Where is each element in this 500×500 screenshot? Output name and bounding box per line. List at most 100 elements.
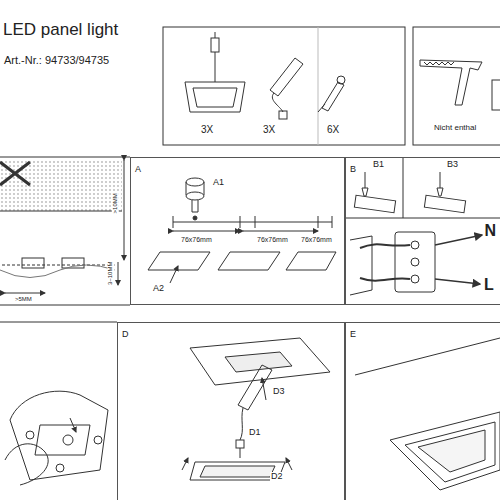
- drill-illustration: [148, 178, 336, 283]
- parts-illustration-stroke: [215, 32, 216, 38]
- step-letter: D: [121, 329, 130, 339]
- drill-illustration-stroke: [170, 266, 178, 283]
- ceiling-illustration-stroke: [5, 293, 45, 294]
- wiring-illustration-stroke: [424, 195, 465, 212]
- drill-illustration-stroke: [186, 178, 204, 186]
- finished-illustration-stroke: [390, 412, 500, 490]
- wiring-illustration-stroke: [411, 258, 419, 266]
- install-hand-illustration-stroke: [70, 418, 76, 432]
- parts-illustration-stroke: [322, 82, 344, 111]
- install-hand-illustration-stroke: [94, 436, 102, 444]
- step-panel: B: [345, 157, 500, 305]
- tool-illustration-stroke: [420, 60, 482, 105]
- mount-illustration-stroke: [190, 338, 330, 385]
- drill-illustration-stroke: [148, 252, 210, 270]
- wiring-illustration-stroke: [437, 172, 443, 196]
- frame-lines-stroke: [0, 157, 130, 158]
- drill-illustration-stroke: [192, 200, 198, 212]
- install-hand-illustration-stroke: [63, 435, 73, 445]
- mount-illustration-stroke: [286, 458, 292, 470]
- quantity: 3X: [200, 124, 214, 135]
- mount-illustration-stroke: [200, 466, 275, 477]
- tool-illustration: [420, 60, 500, 110]
- terminal-name: N: [483, 222, 497, 240]
- dimension: 76x76mm: [300, 236, 333, 244]
- note: Nicht enthal: [433, 124, 477, 133]
- parts-illustration-stroke: [318, 104, 325, 112]
- frame-lines-stroke: [318, 27, 319, 145]
- parts-illustration-stroke: [185, 82, 245, 112]
- step-letter: A: [134, 164, 142, 174]
- wiring-illustration-stroke: [403, 157, 404, 218]
- install-hand-illustration-stroke: [26, 431, 34, 439]
- parts-illustration-stroke: [272, 93, 283, 112]
- frame-lines-stroke: [163, 27, 405, 145]
- wiring-illustration-stroke: [435, 235, 482, 245]
- wiring-illustration-stroke: [411, 241, 419, 249]
- ceiling-illustration-stroke: [0, 265, 115, 278]
- frame-lines: [0, 27, 500, 322]
- step-panel: D: [117, 322, 345, 500]
- ceiling-illustration-stroke: [2, 265, 115, 266]
- mount-illustration-stroke: [240, 408, 243, 440]
- drill-illustration-stroke: [218, 252, 280, 270]
- wiring-illustration-stroke: [362, 172, 368, 196]
- callout-number: A2: [152, 284, 165, 294]
- install-hand-illustration-stroke: [5, 444, 48, 485]
- wiring-illustration: [345, 157, 500, 295]
- article-number: Art.-Nr.: 94733/94735: [3, 54, 110, 66]
- frame-lines-stroke: [0, 322, 117, 323]
- finished-illustration-stroke: [355, 338, 500, 375]
- wiring-illustration-stroke: [345, 218, 500, 219]
- dimension: >5MM: [14, 296, 33, 303]
- dimension: 76x76mm: [256, 236, 289, 244]
- step-letter: E: [349, 329, 357, 339]
- quantity: 6X: [326, 124, 340, 135]
- wiring-illustration-stroke: [354, 195, 395, 212]
- drill-illustration-stroke: [186, 192, 204, 200]
- drill-illustration-stroke: [173, 216, 332, 228]
- terminal-name: L: [483, 276, 495, 294]
- finished-illustration: [355, 338, 500, 490]
- mount-illustration-stroke: [262, 378, 266, 400]
- install-hand-illustration-stroke: [56, 464, 64, 472]
- wiring-illustration-stroke: [350, 236, 372, 295]
- parts-illustration-stroke: [337, 76, 345, 84]
- frame-lines-stroke: [0, 305, 130, 306]
- finished-illustration-stroke: [405, 422, 495, 482]
- dimension: 3~10MM: [107, 261, 114, 287]
- parts-illustration-stroke: [215, 52, 216, 82]
- wiring-illustration-stroke: [411, 275, 419, 283]
- dimension: >10MM: [112, 192, 119, 214]
- ceiling-illustration-stroke: [0, 162, 30, 185]
- wiring-illustration-stroke: [435, 279, 480, 284]
- callout-number: B3: [446, 160, 459, 170]
- wiring-illustration-stroke: [395, 232, 435, 292]
- ceiling-illustration-stroke: [22, 258, 44, 268]
- install-hand-illustration: [5, 391, 108, 485]
- ceiling-illustration: [0, 159, 124, 293]
- ceiling-illustration-stroke: [118, 262, 119, 285]
- quantity: 3X: [262, 124, 276, 135]
- wiring-illustration-stroke: [360, 278, 410, 281]
- ceiling-illustration-stroke: [0, 159, 122, 211]
- title: LED panel light: [3, 20, 118, 40]
- ceiling-illustration-stroke: [124, 160, 125, 260]
- tool-illustration-stroke: [492, 80, 500, 110]
- step-panel: E: [345, 322, 500, 500]
- drill-illustration-stroke: [243, 231, 318, 232]
- callout-number: D2: [270, 472, 284, 482]
- drill-illustration-stroke: [173, 222, 332, 223]
- parts-illustration: [185, 32, 345, 119]
- dimension: 76x76mm: [180, 236, 213, 244]
- callout-number: A1: [212, 178, 225, 188]
- callout-number: D3: [272, 387, 286, 397]
- mount-illustration-stroke: [182, 458, 188, 470]
- mount-illustration-stroke: [238, 365, 272, 410]
- step-letter: B: [349, 164, 357, 174]
- mount-illustration-stroke: [236, 440, 244, 448]
- parts-illustration-stroke: [270, 58, 303, 96]
- frame-lines-stroke: [413, 27, 500, 145]
- mount-illustration: [182, 338, 330, 480]
